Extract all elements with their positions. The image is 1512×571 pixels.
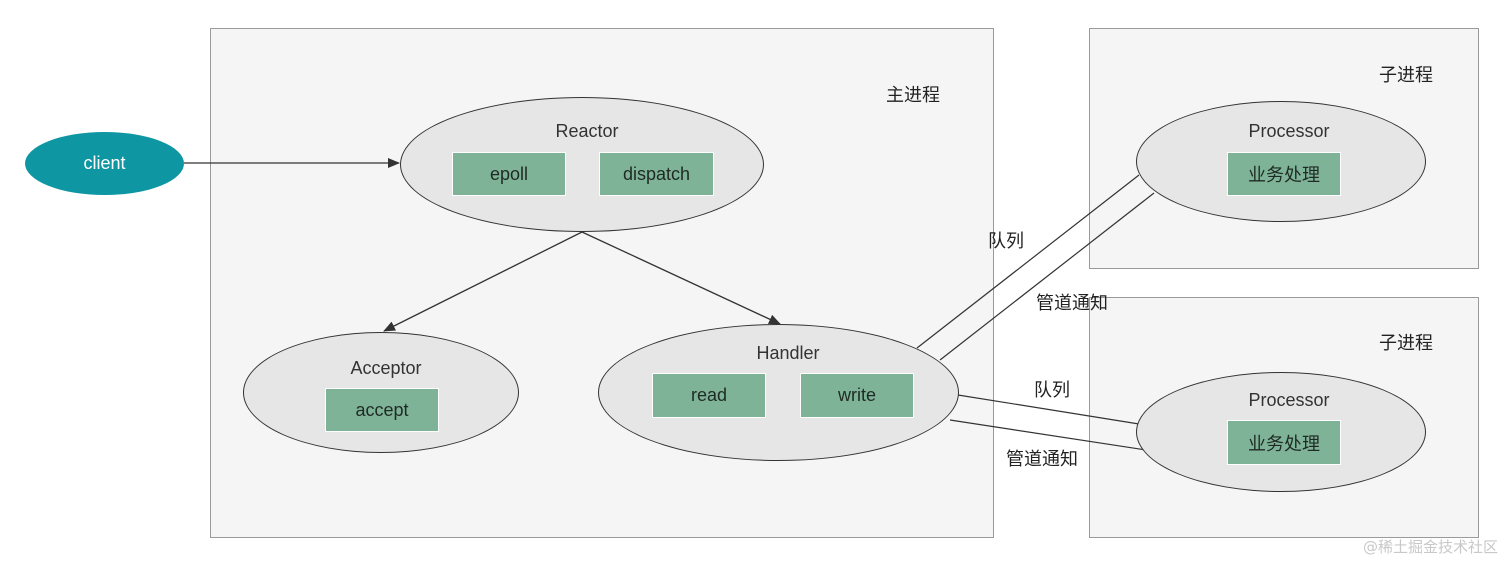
watermark: @稀土掘金技术社区: [1362, 538, 1498, 556]
business-chip-1: 业务处理: [1227, 152, 1341, 196]
client-node: client: [25, 132, 184, 195]
reactor-to-handler-arrow: [581, 231, 781, 325]
business-chip-2: 业务处理: [1227, 420, 1341, 465]
queue-label-1: 队列: [988, 231, 1024, 252]
processor-title-2: Processor: [1248, 390, 1330, 410]
write-chip: write: [800, 373, 914, 418]
handler-title: Handler: [756, 343, 820, 363]
pipe-notify-label-2: 管道通知: [1006, 449, 1078, 470]
client-label: client: [83, 153, 126, 173]
pipe-line-1: [939, 192, 1155, 361]
sub-process-label-2: 子进程: [1379, 333, 1433, 354]
reactor-to-acceptor-arrow: [383, 231, 583, 332]
pipe-line-2: [949, 419, 1147, 451]
read-chip: read: [652, 373, 766, 418]
sub-process-label-1: 子进程: [1379, 65, 1433, 86]
epoll-chip: epoll: [452, 152, 566, 196]
main-process-label: 主进程: [886, 85, 940, 106]
pipe-notify-label-1: 管道通知: [1036, 293, 1108, 314]
queue-line-1: [916, 174, 1140, 349]
queue-line-2: [957, 394, 1140, 425]
acceptor-title: Acceptor: [350, 358, 422, 378]
accept-chip: accept: [325, 388, 439, 432]
dispatch-chip: dispatch: [599, 152, 714, 196]
processor-title-1: Processor: [1248, 121, 1330, 141]
reactor-title: Reactor: [555, 121, 619, 141]
queue-label-2: 队列: [1034, 380, 1070, 401]
